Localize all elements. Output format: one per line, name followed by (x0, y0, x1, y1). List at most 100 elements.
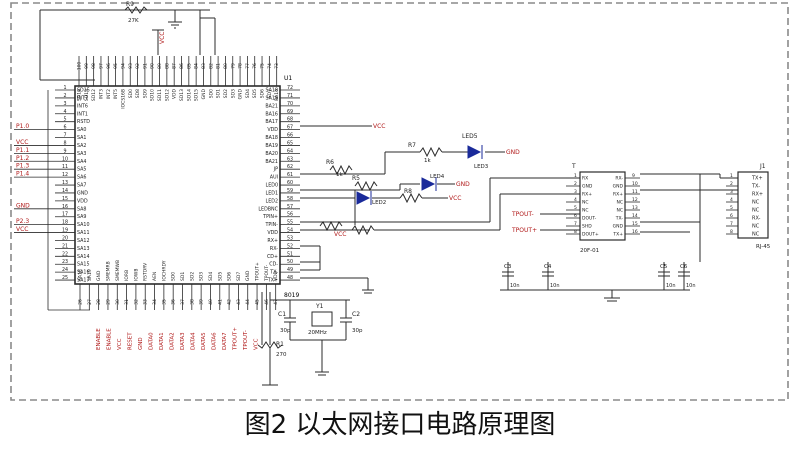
led4-label: LED4 (430, 174, 445, 180)
pin-name-left: SA8 (77, 206, 86, 212)
pin-number-left: 21 (62, 243, 68, 249)
pin-number-bottom: 36 (171, 299, 177, 305)
chip-body (74, 85, 281, 285)
bottom-net-label: VCC (117, 338, 123, 350)
pin-name-right: LED2 (266, 198, 278, 204)
pin-number-right: 48 (287, 275, 293, 281)
pin-name-left: SA10 (77, 222, 90, 228)
bottom-net-label: DATA4 (191, 332, 197, 350)
left-net-label: P1.1 (16, 147, 29, 154)
crystal-wiring (257, 292, 352, 386)
xfmr-pin-name: NC (582, 208, 589, 214)
cap-value: 10n (686, 283, 696, 289)
pin-name-bottom: SA18 (78, 269, 84, 281)
c1-label: C1 (278, 311, 286, 318)
rj45-ref: J1 (759, 163, 766, 170)
pin-number-bottom: 30 (115, 299, 121, 305)
led5-label: LED5 (462, 133, 478, 140)
pin-number-left: 20 (62, 235, 68, 241)
pin-name-right: BA21 (265, 103, 278, 109)
vcc-label-right: VCC (449, 195, 461, 202)
xfmr-pin-name: RX+ (613, 192, 623, 198)
led5-label-2: LED3 (474, 164, 489, 170)
pin-number-right: 65 (287, 140, 293, 146)
pin-name-left: SA16 (77, 270, 90, 276)
right-wiring (300, 125, 738, 302)
rj45-pin-number: 3 (730, 189, 733, 195)
pin-number-right: 68 (287, 117, 293, 123)
pin-number-top: 83 (201, 63, 207, 69)
pin-name-top: SD9 (142, 89, 148, 98)
bottom-net-label: DATA3 (180, 332, 186, 350)
left-net-label: P1.0 (16, 123, 29, 130)
c1-value: 30p (280, 328, 291, 334)
cap-ref: C4 (544, 264, 552, 270)
pin-number-top: 73 (274, 63, 280, 69)
pin-number-left: 10 (62, 156, 68, 162)
led5-symbol (467, 145, 483, 159)
pin-number-bottom: 28 (96, 299, 102, 305)
pin-name-bottom: VDD (273, 270, 279, 281)
pin-number-bottom: 44 (245, 299, 251, 305)
pin-number-top: 88 (164, 63, 170, 69)
bottom-net-label: DATA6 (212, 332, 218, 350)
pin-number-top: 87 (172, 63, 178, 69)
pin-number-right: 57 (287, 204, 293, 210)
pin-name-top: SD13 (84, 89, 90, 101)
tpout-minus-label: TPOUT- (511, 211, 534, 218)
rj45-pin-number: 6 (730, 213, 733, 219)
gnd-label-1: GND (506, 149, 520, 156)
pin-name-left: SA5 (77, 167, 86, 173)
bottom-net-label: DATA7 (222, 332, 228, 350)
pin-number-bottom: 40 (208, 299, 214, 305)
pin-number-left: 17 (62, 212, 68, 218)
xfmr-pin-name: RX+ (582, 192, 592, 198)
pin-name-top: SD15 (194, 89, 200, 101)
pin-name-top: SD11 (157, 89, 163, 101)
bottom-net-label: DATA1 (159, 332, 165, 350)
bottom-net-label: ENABLE (107, 328, 113, 350)
r5-label: R5 (352, 175, 360, 182)
pin-name-left: SA13 (77, 246, 90, 252)
pin-number-right: 69 (287, 109, 293, 115)
pin-number-bottom: 38 (189, 299, 195, 305)
pin-number-bottom: 46 (264, 299, 270, 305)
pin-name-left: INT1 (77, 111, 88, 117)
pin-name-bottom: IORB (124, 270, 130, 281)
pin-name-right: TPIN- (264, 222, 278, 228)
pin-name-top: SD12 (164, 89, 170, 101)
tpout-plus-label: TPOUT+ (511, 227, 537, 234)
pin-number-left: 3 (63, 101, 66, 107)
pin-name-left: SA4 (77, 159, 86, 165)
pin-number-top: 85 (186, 63, 192, 69)
pin-number-right: 64 (287, 148, 293, 154)
pin-name-bottom: SMEMWB (115, 260, 121, 281)
pin-name-left: SA1 (77, 135, 86, 141)
left-net-label: P1.2 (16, 155, 29, 162)
rj45-pin-name: NC (752, 208, 760, 214)
pin-number-right: 62 (287, 164, 293, 170)
bottom-net-label: RESET (128, 332, 134, 350)
xfmr-pin-number: 15 (632, 221, 638, 227)
pin-name-top: IOCS16B (120, 89, 126, 109)
pin-name-top: INT5 (113, 89, 119, 99)
pin-name-top: SD0 (128, 89, 134, 98)
pin-number-top: 98 (91, 63, 97, 69)
xfmr-pin-name: NC (582, 200, 589, 206)
xfmr-pin-name: TX+ (612, 232, 623, 238)
pin-name-top: VDD (172, 88, 178, 99)
pin-number-top: 97 (98, 63, 104, 69)
rj45-pin-name: TX- (751, 184, 760, 190)
pin-number-right: 59 (287, 188, 293, 194)
xfmr-pin-number: 6 (574, 213, 577, 219)
pin-number-right: 67 (287, 125, 293, 131)
rj45-part: RJ-45 (756, 244, 771, 250)
pin-number-bottom: 31 (124, 299, 130, 305)
pin-number-left: 24 (62, 267, 68, 273)
bottom-net-label: GND (138, 337, 144, 350)
rj45-pin-number: 1 (730, 173, 733, 179)
pin-number-bottom: 35 (161, 299, 167, 305)
pin-name-top: SD8 (135, 89, 141, 98)
